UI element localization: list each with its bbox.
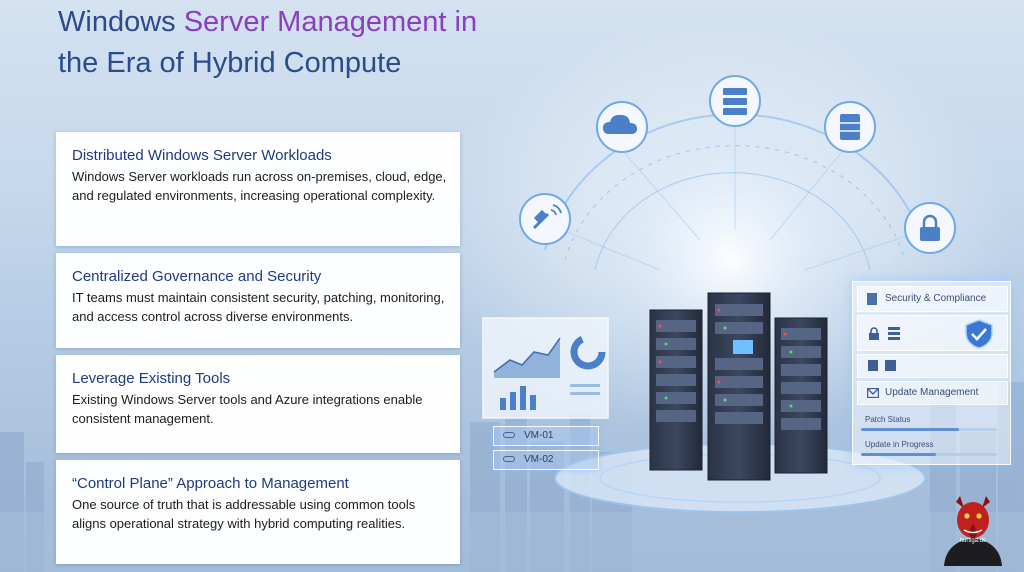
vm-label: VM-01 bbox=[524, 430, 554, 441]
card-body: One source of truth that is addressable … bbox=[72, 497, 416, 531]
dragon-mascot: hurtiga.de bbox=[938, 486, 1008, 566]
card-heading: Leverage Existing Tools bbox=[72, 370, 231, 387]
card-body: Windows Server workloads run across on-p… bbox=[72, 169, 447, 203]
shield-check-icon bbox=[965, 319, 993, 349]
card-existing-tools: Leverage Existing Tools Existing Windows… bbox=[56, 355, 460, 453]
title-accent: Server Management in bbox=[183, 6, 478, 38]
analytics-dashboard bbox=[482, 317, 609, 419]
card-heading: Centralized Governance and Security bbox=[72, 268, 322, 285]
card-body: Existing Windows Server tools and Azure … bbox=[72, 392, 423, 426]
padlock-icon bbox=[869, 327, 879, 340]
cloud-icon bbox=[596, 101, 648, 153]
page-title: Windows Server Management in the Era of H… bbox=[58, 2, 578, 84]
card-body: IT teams must maintain consistent securi… bbox=[72, 290, 445, 324]
patch-status-label: Patch Status bbox=[865, 415, 911, 424]
lock-icon bbox=[904, 202, 956, 254]
vm-icon bbox=[503, 456, 515, 462]
card-heading: “Control Plane” Approach to Management bbox=[72, 475, 349, 492]
update-progress-label: Update in Progress bbox=[865, 440, 934, 449]
watermark-label: hurtiga.de bbox=[959, 538, 987, 544]
security-compliance-label: Security & Compliance bbox=[885, 293, 987, 304]
security-compliance-row: Security & Compliance bbox=[857, 286, 1008, 312]
table-icon bbox=[868, 360, 896, 371]
vm-icon bbox=[503, 432, 515, 438]
card-heading: Distributed Windows Server Workloads bbox=[72, 147, 332, 164]
card-distributed-workloads: Distributed Windows Server Workloads Win… bbox=[56, 132, 460, 246]
mail-icon bbox=[867, 388, 879, 398]
server-racks bbox=[649, 292, 828, 481]
vm-badge: VM-01 bbox=[493, 426, 599, 446]
server-icon bbox=[709, 75, 761, 127]
update-management-row: Update Management bbox=[857, 381, 1008, 405]
database-icon bbox=[824, 101, 876, 153]
vm-label: VM-02 bbox=[524, 454, 554, 465]
server-small-icon bbox=[888, 327, 900, 340]
title-part1: Windows bbox=[58, 6, 184, 38]
card-governance-security: Centralized Governance and Security IT t… bbox=[56, 253, 460, 348]
document-icon bbox=[867, 293, 877, 305]
patch-status-bar bbox=[861, 428, 997, 431]
update-progress-bar bbox=[861, 453, 997, 456]
satellite-dish-icon bbox=[519, 193, 571, 245]
vm-badge: VM-02 bbox=[493, 450, 599, 470]
management-panel: Security & Compliance Update Management … bbox=[852, 281, 1011, 465]
update-management-label: Update Management bbox=[885, 387, 979, 398]
grid-row bbox=[857, 354, 1008, 378]
title-line2: the Era of Hybrid Compute bbox=[58, 47, 402, 79]
access-row bbox=[857, 315, 1008, 351]
card-control-plane: “Control Plane” Approach to Management O… bbox=[56, 460, 460, 564]
